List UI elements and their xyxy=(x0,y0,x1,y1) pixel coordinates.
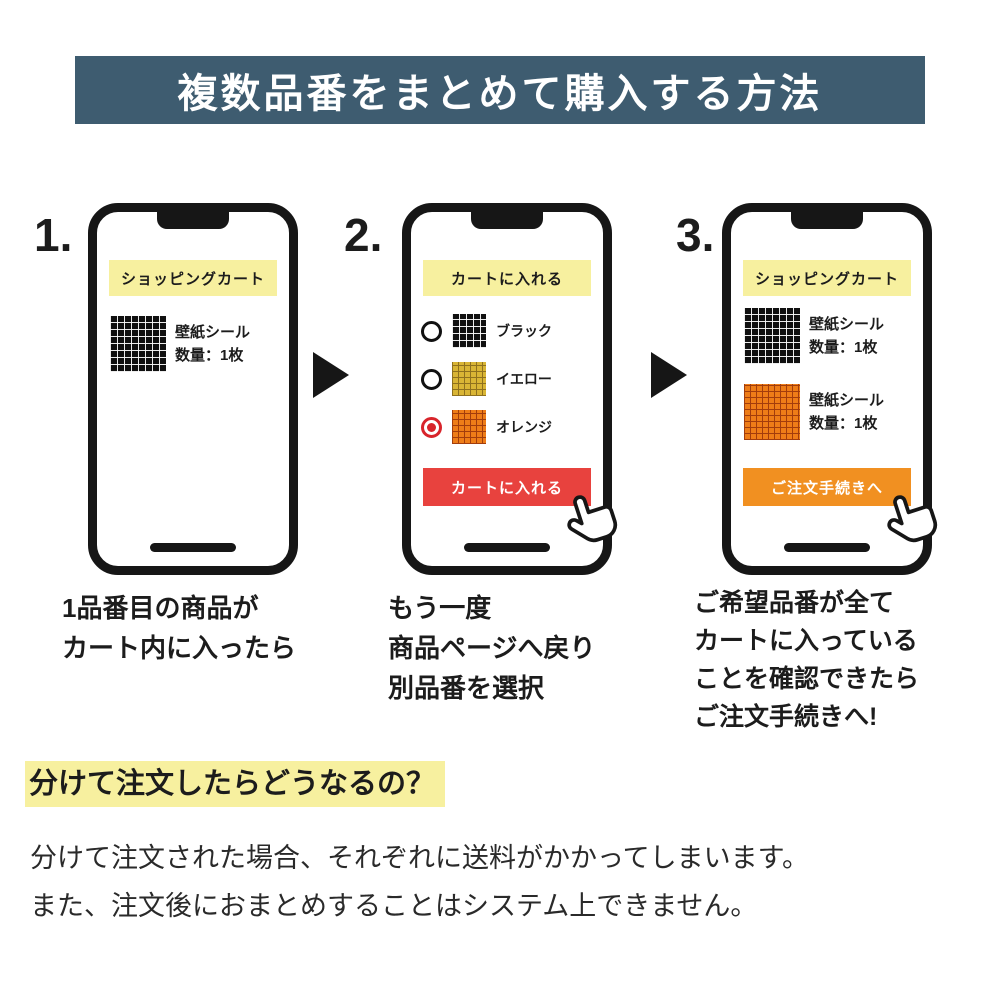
orange-grid-swatch xyxy=(452,410,486,444)
color-option-yellow[interactable]: イエロー xyxy=(421,362,552,396)
item-quantity: 数量：1枚 xyxy=(175,347,244,364)
option-label: イエロー xyxy=(496,371,552,387)
color-option-orange[interactable]: オレンジ xyxy=(421,410,552,444)
yellow-grid-swatch xyxy=(452,362,486,396)
add-to-cart-header: カートに入れる xyxy=(423,260,591,296)
footer-note: 分けて注文された場合、それぞれに送料がかかってしまいます。 また、注文後におまと… xyxy=(30,834,809,930)
item-quantity: 数量：1枚 xyxy=(809,415,878,432)
color-option-black[interactable]: ブラック xyxy=(421,314,552,348)
caption-step-2: もう一度 商品ページへ戻り 別品番を選択 xyxy=(388,588,595,708)
item-name: 壁紙シール xyxy=(175,324,251,341)
option-label: ブラック xyxy=(496,323,552,339)
phone-mockup-step2: カートに入れる ブラック イエロー オレンジ カートに入れる xyxy=(402,203,618,575)
header-banner: 複数品番をまとめて購入する方法 xyxy=(75,56,925,124)
radio-unselected-icon[interactable] xyxy=(421,368,442,390)
question-heading-text: 分けて注文したらどうなるの？ xyxy=(25,761,446,807)
step-number-2: 2. xyxy=(344,209,383,261)
step-number-1: 1. xyxy=(34,209,73,261)
caption-step-1: 1品番目の商品が カート内に入ったら xyxy=(62,588,296,668)
black-grid-swatch xyxy=(452,314,486,348)
cart-item-row: 壁紙シール 数量：1枚 xyxy=(744,308,884,364)
phone-mockup-step3: ショッピングカート 壁紙シール 数量：1枚 壁紙シール 数量：1枚 ご注文手続き… xyxy=(722,203,938,575)
orange-grid-swatch xyxy=(744,384,800,440)
caption-line: カート内に入ったら xyxy=(62,633,297,663)
phone-home-indicator xyxy=(464,543,550,552)
hand-cursor-icon xyxy=(873,480,951,558)
question-heading: 分けて注文したらどうなるの？ xyxy=(25,760,446,807)
caption-step-3: ご希望品番が全て カートに入っている ことを確認できたら ご注文手続きへ! xyxy=(694,584,919,736)
arrow-right-icon xyxy=(313,352,349,398)
phone-home-indicator xyxy=(784,543,870,552)
phone-notch xyxy=(157,211,229,229)
caption-line: ことを確認できたら xyxy=(694,665,920,693)
step-number-3: 3. xyxy=(676,209,715,261)
cart-item-row: 壁紙シール 数量：1枚 xyxy=(110,316,250,372)
cart-item-row: 壁紙シール 数量：1枚 xyxy=(744,384,884,440)
caption-line: ご注文手続きへ! xyxy=(694,703,878,731)
cart-item-label: 壁紙シール 数量：1枚 xyxy=(809,389,884,435)
hand-cursor-icon xyxy=(553,480,631,558)
option-label: オレンジ xyxy=(496,419,552,435)
add-to-cart-button[interactable]: カートに入れる xyxy=(423,468,591,506)
footer-text-line: また、注文後におまとめすることはシステム上できません。 xyxy=(30,891,758,921)
cart-page-header: ショッピングカート xyxy=(109,260,277,296)
black-grid-swatch xyxy=(744,308,800,364)
cart-item-label: 壁紙シール 数量：1枚 xyxy=(809,313,884,359)
page-title: 複数品番をまとめて購入する方法 xyxy=(177,72,823,116)
cart-item-label: 壁紙シール 数量：1枚 xyxy=(175,321,250,367)
radio-unselected-icon[interactable] xyxy=(421,320,442,342)
phone-mockup-step1: ショッピングカート 壁紙シール 数量：1枚 xyxy=(88,203,298,575)
footer-text-line: 分けて注文された場合、それぞれに送料がかかってしまいます。 xyxy=(30,843,809,873)
item-name: 壁紙シール xyxy=(809,316,885,333)
arrow-right-icon xyxy=(651,352,687,398)
caption-line: ご希望品番が全て xyxy=(694,589,895,617)
caption-line: 1品番目の商品が xyxy=(62,593,259,623)
phone-notch xyxy=(791,211,863,229)
caption-line: 別品番を選択 xyxy=(388,673,545,703)
radio-selected-icon[interactable] xyxy=(421,416,442,438)
caption-line: 商品ページへ戻り xyxy=(388,633,596,663)
item-name: 壁紙シール xyxy=(809,392,885,409)
caption-line: カートに入っている xyxy=(694,627,918,655)
item-quantity: 数量：1枚 xyxy=(809,339,878,356)
black-grid-swatch xyxy=(110,316,166,372)
phone-notch xyxy=(471,211,543,229)
phone-home-indicator xyxy=(150,543,236,552)
checkout-button[interactable]: ご注文手続きへ xyxy=(743,468,911,506)
caption-line: もう一度 xyxy=(388,593,492,623)
cart-page-header: ショッピングカート xyxy=(743,260,911,296)
